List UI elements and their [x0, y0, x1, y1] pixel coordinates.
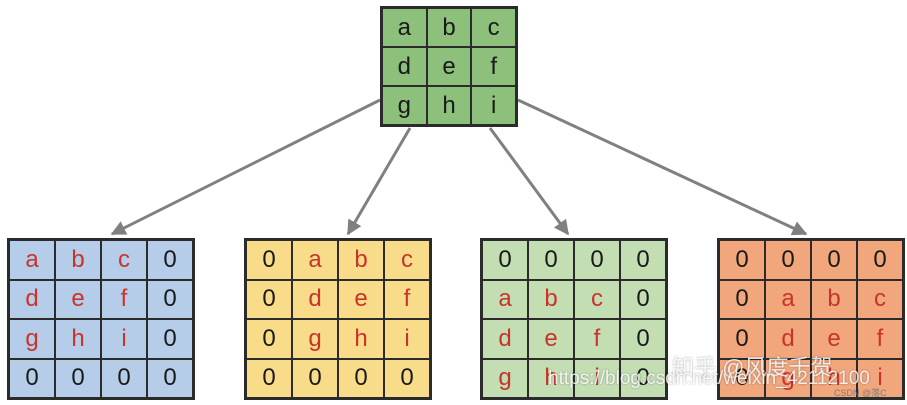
matrix-cell: a	[382, 8, 427, 47]
matrix-cell: 0	[620, 279, 666, 319]
matrix-cell: d	[765, 319, 811, 359]
matrix-cell: 0	[811, 240, 857, 280]
matrix-cell: 0	[246, 319, 292, 359]
matrix-cell: 0	[574, 240, 620, 280]
matrix-cell: i	[101, 319, 147, 359]
matrix-cell: h	[55, 319, 101, 359]
matrix-cell: d	[292, 279, 338, 319]
matrix-cell: b	[338, 240, 384, 280]
matrix-cell: 0	[101, 358, 147, 398]
matrix-cell: 0	[857, 240, 903, 280]
matrix-cell: h	[338, 319, 384, 359]
matrix-cell: h	[426, 86, 472, 125]
arrow-to-grid-1	[346, 127, 412, 236]
matrix-cell: 0	[482, 240, 528, 280]
matrix-cell: e	[55, 279, 101, 319]
matrix-cell: g	[292, 319, 338, 359]
matrix-cell: 0	[719, 279, 765, 319]
arrow-to-grid-0	[110, 98, 381, 236]
matrix-cell: 0	[620, 319, 666, 359]
matrix-cell: 0	[147, 319, 193, 359]
matrix-cell: i	[574, 358, 620, 398]
matrix-cell: f	[101, 279, 147, 319]
matrix-cell: d	[482, 319, 528, 359]
matrix-cell: b	[528, 279, 574, 319]
matrix-cell: c	[574, 279, 620, 319]
matrix-cell: f	[384, 279, 430, 319]
matrix-cell: 0	[765, 240, 811, 280]
matrix-cell: 0	[246, 358, 292, 398]
matrix-cell: h	[811, 358, 857, 398]
matrix-cell: g	[9, 319, 55, 359]
matrix-cell: b	[811, 279, 857, 319]
matrix-cell: b	[426, 8, 472, 47]
matrix-cell: c	[857, 279, 903, 319]
matrix-cell: 0	[719, 240, 765, 280]
matrix-cell: d	[382, 47, 427, 86]
matrix-cell: f	[857, 319, 903, 359]
watermark-brand: 知乎 @风度千贺	[672, 355, 833, 380]
matrix-cell: 0	[338, 358, 384, 398]
matrix-cell: d	[9, 279, 55, 319]
matrix-cell: 0	[620, 358, 666, 398]
matrix-cell: g	[765, 358, 811, 398]
matrix-cell: 0	[719, 319, 765, 359]
matrix-cell: e	[338, 279, 384, 319]
matrix-cell: 0	[292, 358, 338, 398]
matrix-cell: a	[482, 279, 528, 319]
matrix-cell: f	[574, 319, 620, 359]
matrix-cell: 0	[620, 240, 666, 280]
arrow-to-grid-2	[488, 127, 570, 236]
watermark-url: https://blog.csdn.net/weixin_42112100	[548, 368, 870, 389]
matrix-cell: a	[9, 240, 55, 280]
matrix-cell: f	[471, 47, 516, 86]
matrix-cell: 0	[528, 240, 574, 280]
matrix-cell: b	[55, 240, 101, 280]
matrix-cell: 0	[246, 240, 292, 280]
matrix-cell: 0	[55, 358, 101, 398]
watermark-csdn: CSDN @落C	[834, 388, 887, 398]
matrix-cell: 0	[246, 279, 292, 319]
matrix-cell: h	[528, 358, 574, 398]
matrix-cell: e	[426, 47, 472, 86]
matrix-cell: 0	[147, 279, 193, 319]
matrix-cell: a	[765, 279, 811, 319]
matrix-cell: i	[384, 319, 430, 359]
matrix-cell: g	[382, 86, 427, 125]
matrix-cell: e	[528, 319, 574, 359]
matrix-cell: 0	[147, 358, 193, 398]
arrow-to-grid-3	[517, 98, 808, 236]
matrix-cell: c	[471, 8, 516, 47]
matrix-cell: 0	[9, 358, 55, 398]
matrix-cell: c	[101, 240, 147, 280]
matrix-cell: g	[482, 358, 528, 398]
matrix-cell: c	[384, 240, 430, 280]
matrix-cell: i	[471, 86, 516, 125]
matrix-cell: i	[857, 358, 903, 398]
matrix-cell: 0	[147, 240, 193, 280]
matrix-cell: a	[292, 240, 338, 280]
matrix-cell: e	[811, 319, 857, 359]
matrix-cell: 0	[384, 358, 430, 398]
matrix-cell: 0	[719, 358, 765, 398]
